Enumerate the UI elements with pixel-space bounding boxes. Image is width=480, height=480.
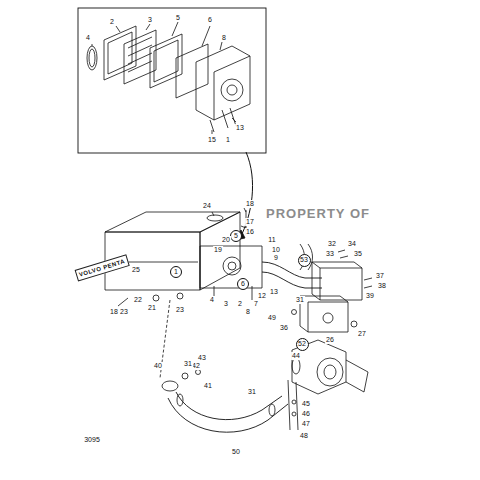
callout-number: 2 [237, 300, 243, 308]
callout-number: 8 [221, 34, 227, 42]
callout-number: 5 [234, 232, 238, 240]
watermark: PROPERTY OF [265, 210, 371, 218]
callout-number: 50 [231, 448, 241, 456]
callout-number: 49 [267, 314, 277, 322]
callout-number: 52 [298, 340, 306, 348]
callout-number: 25 [131, 266, 141, 274]
callout-number: 27 [357, 330, 367, 338]
callout-number: 43 [197, 354, 207, 362]
drawing-number: 3095 [83, 436, 101, 444]
callout-number: 18 [109, 308, 119, 316]
callout-number: 37 [375, 272, 385, 280]
callout-number: 22 [133, 296, 143, 304]
callout-number: 21 [147, 304, 157, 312]
callout-number: 23 [119, 308, 129, 316]
callout-number: 46 [301, 410, 311, 418]
callout-number: 31 [183, 360, 193, 368]
circled-callout: 6 [237, 278, 249, 290]
callout-number: 32 [327, 240, 337, 248]
callout-number: 17 [245, 218, 255, 226]
circled-callout: 53 [298, 254, 311, 267]
callout-number: 4 [85, 34, 91, 42]
callout-number: 1 [225, 136, 231, 144]
callout-number: 33 [325, 250, 335, 258]
callout-number: 5 [175, 14, 181, 22]
circled-callout: 1 [170, 266, 182, 278]
callout-number: 6 [241, 280, 245, 288]
circled-callout: 5 [230, 230, 242, 242]
callout-number: 7 [253, 300, 259, 308]
callout-number: 16 [245, 228, 255, 236]
callout-number: 15 [207, 136, 217, 144]
callout-number: 4 [209, 296, 215, 304]
callout-number: 19 [213, 246, 223, 254]
circled-callout: 52 [296, 338, 309, 351]
callout-number: 23 [175, 306, 185, 314]
callout-number: 39 [365, 292, 375, 300]
callout-number: 6 [207, 16, 213, 24]
callout-number: 31 [247, 388, 257, 396]
callout-number: 13 [269, 288, 279, 296]
callout-number: 3 [147, 16, 153, 24]
callout-number: 36 [279, 324, 289, 332]
callout-number: 38 [377, 282, 387, 290]
callout-number: 44 [291, 352, 301, 360]
callout-number: 35 [353, 250, 363, 258]
callout-number: 13 [235, 124, 245, 132]
callout-number: 20 [221, 236, 231, 244]
callout-number: 9 [273, 254, 279, 262]
callout-number: 53 [300, 256, 308, 264]
callout-number: 18 [245, 200, 255, 208]
callout-number: 11 [267, 236, 276, 244]
callout-number: 40 [153, 362, 163, 370]
callout-number: 34 [347, 240, 357, 248]
callout-number: 26 [325, 336, 335, 344]
brand-text: VOLVO PENTA [75, 254, 130, 281]
callout-number: 47 [301, 420, 311, 428]
callout-number: 12 [257, 292, 267, 300]
callout-number: 45 [301, 400, 311, 408]
callout-number: 31 [295, 296, 305, 304]
callout-number: 2 [109, 18, 115, 26]
callout-number: 1 [174, 268, 178, 276]
callout-number: 8 [245, 308, 251, 316]
callout-number: 41 [203, 382, 213, 390]
callout-number: 3 [223, 300, 229, 308]
callout-number: 48 [299, 432, 309, 440]
callout-number: 24 [202, 202, 212, 210]
callout-number: 10 [271, 246, 281, 254]
